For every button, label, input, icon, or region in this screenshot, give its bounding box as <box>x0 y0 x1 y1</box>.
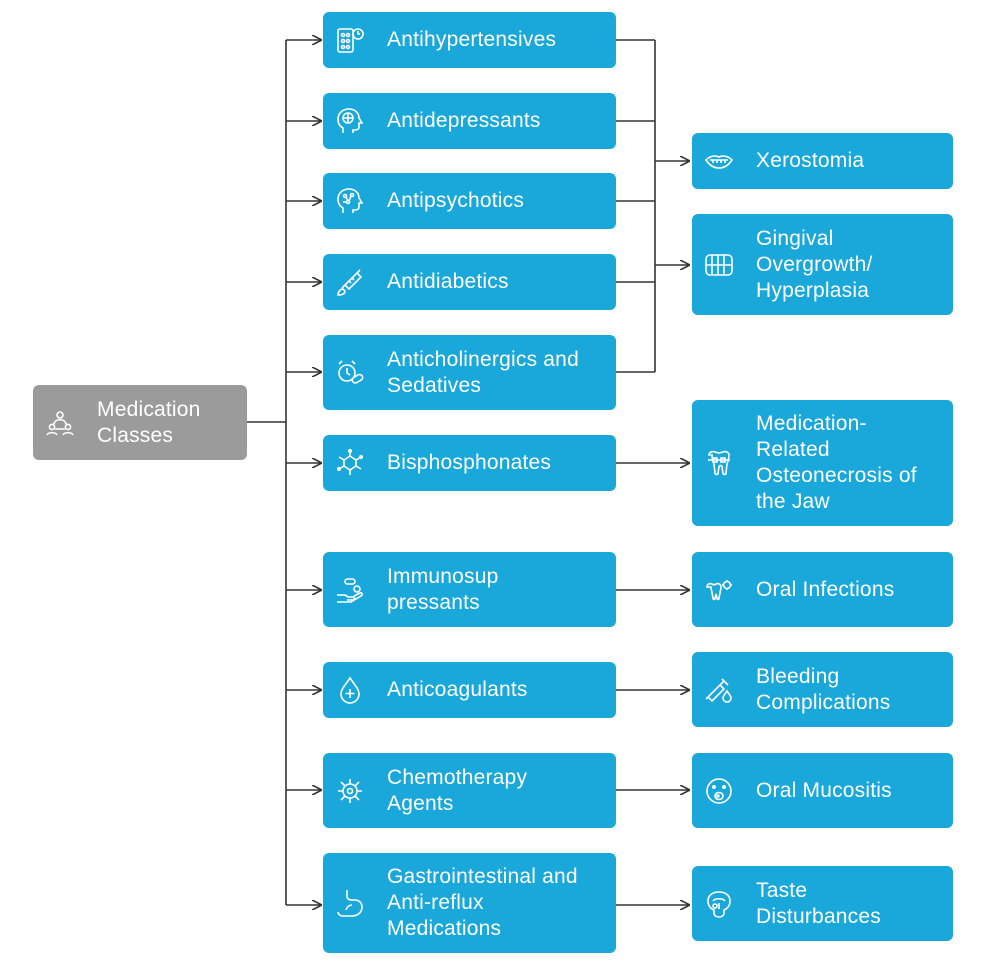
med-label: Antidiabetics <box>387 270 509 293</box>
effect-label: Gingival Overgrowth/ Hyperplasia <box>756 226 873 302</box>
med-label: Chemotherapy Agents <box>387 765 528 815</box>
effect-label: Oral Mucositis <box>756 778 892 802</box>
med-label: Antipsychotics <box>387 189 525 212</box>
alarm-pill-icon <box>335 358 365 388</box>
head-brain-icon <box>335 106 365 136</box>
tongue-icon <box>704 889 734 919</box>
mouth-icon <box>704 146 734 176</box>
molecule-icon <box>335 448 365 478</box>
effect-label: Oral Infections <box>756 577 895 601</box>
people-network-icon <box>45 408 75 438</box>
cell-virus-icon <box>335 776 365 806</box>
effect-oral-infections: Oral Infections <box>692 552 953 627</box>
med-antihypertensives: Antihypertensives <box>323 12 616 68</box>
effect-oral-mucositis: Oral Mucositis <box>692 753 953 828</box>
head-neurons-icon <box>335 186 365 216</box>
med-label: Anticoagulants <box>387 678 528 701</box>
effect-bleeding-complications: Bleeding Complications <box>692 652 953 727</box>
insulin-pen-icon <box>335 267 365 297</box>
tooth-braces-icon <box>704 448 734 478</box>
effect-gingival-overgrowth: Gingival Overgrowth/ Hyperplasia <box>692 214 953 315</box>
stomach-icon <box>335 888 365 918</box>
med-antipsychotics: Antipsychotics <box>323 173 616 229</box>
root-label: Medication Classes <box>97 397 201 447</box>
med-label: Anticholinergics and Sedatives <box>387 347 579 397</box>
teeth-germ-icon <box>704 575 734 605</box>
effect-label: Taste Disturbances <box>756 878 881 928</box>
sore-face-icon <box>704 776 734 806</box>
med-bisphosphonates: Bisphosphonates <box>323 435 616 491</box>
med-anticoagulants: Anticoagulants <box>323 662 616 718</box>
med-immunosuppressants: Immunosup pressants <box>323 552 616 627</box>
med-gastrointestinal-antireflux: Gastrointestinal and Anti-reflux Medicat… <box>323 853 616 953</box>
med-chemotherapy-agents: Chemotherapy Agents <box>323 753 616 828</box>
effect-mronj: Medication-Related Osteonecrosis of the … <box>692 400 953 526</box>
effect-label: Xerostomia <box>756 149 865 172</box>
med-label: Gastrointestinal and Anti-reflux Medicat… <box>387 865 578 940</box>
effect-label: Bleeding Complications <box>756 664 891 714</box>
med-anticholinergics-sedatives: Anticholinergics and Sedatives <box>323 335 616 410</box>
teeth-icon <box>704 250 734 280</box>
med-label: Antidepressants <box>387 109 541 132</box>
effect-taste-disturbances: Taste Disturbances <box>692 866 953 941</box>
med-antidiabetics: Antidiabetics <box>323 254 616 310</box>
blood-drop-cross-icon <box>335 675 365 705</box>
med-label: Bisphosphonates <box>387 451 552 474</box>
med-label: Immunosup pressants <box>387 564 499 614</box>
effect-label: Medication-Related Osteonecrosis of the … <box>756 412 917 513</box>
effect-xerostomia: Xerostomia <box>692 133 953 189</box>
syringe-drop-icon <box>704 675 734 705</box>
root-node-medication-classes: Medication Classes <box>33 385 247 460</box>
hand-pills-icon <box>335 575 365 605</box>
pill-blister-icon <box>335 25 365 55</box>
med-label: Antihypertensives <box>387 28 557 51</box>
med-antidepressants: Antidepressants <box>323 93 616 149</box>
